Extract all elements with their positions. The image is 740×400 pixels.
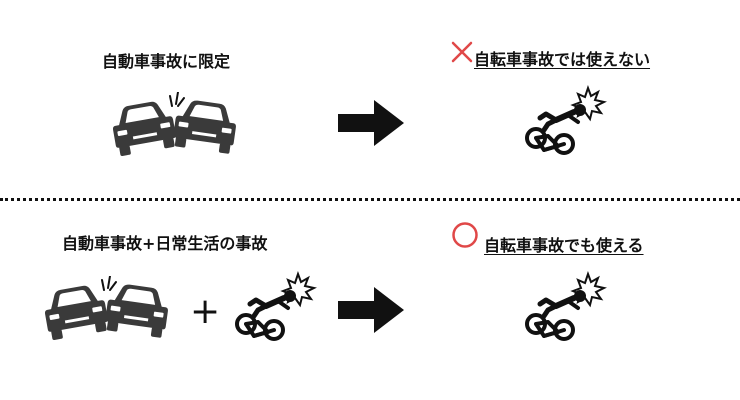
arrow-right-icon: [338, 287, 404, 333]
section-divider: [0, 198, 740, 201]
top-left-label: 自動車事故に限定: [102, 52, 231, 71]
bicycle-crash-icon: [518, 80, 610, 162]
top-right-label: 自転車事故では使えない: [474, 50, 651, 69]
bottom-left-label: 自動車事故+日常生活の事故: [62, 234, 268, 253]
car-crash-icon: [109, 92, 238, 156]
bicycle-crash-icon: [228, 266, 320, 348]
car-crash-icon: [41, 276, 170, 340]
arrow-right-icon: [338, 100, 404, 146]
bicycle-crash-icon: [518, 266, 610, 348]
bottom-right-label: 自転車事故でも使える: [484, 236, 644, 255]
plus-sign: +: [190, 291, 221, 332]
cross-mark-icon: [451, 41, 473, 63]
circle-mark-icon: [452, 222, 478, 248]
